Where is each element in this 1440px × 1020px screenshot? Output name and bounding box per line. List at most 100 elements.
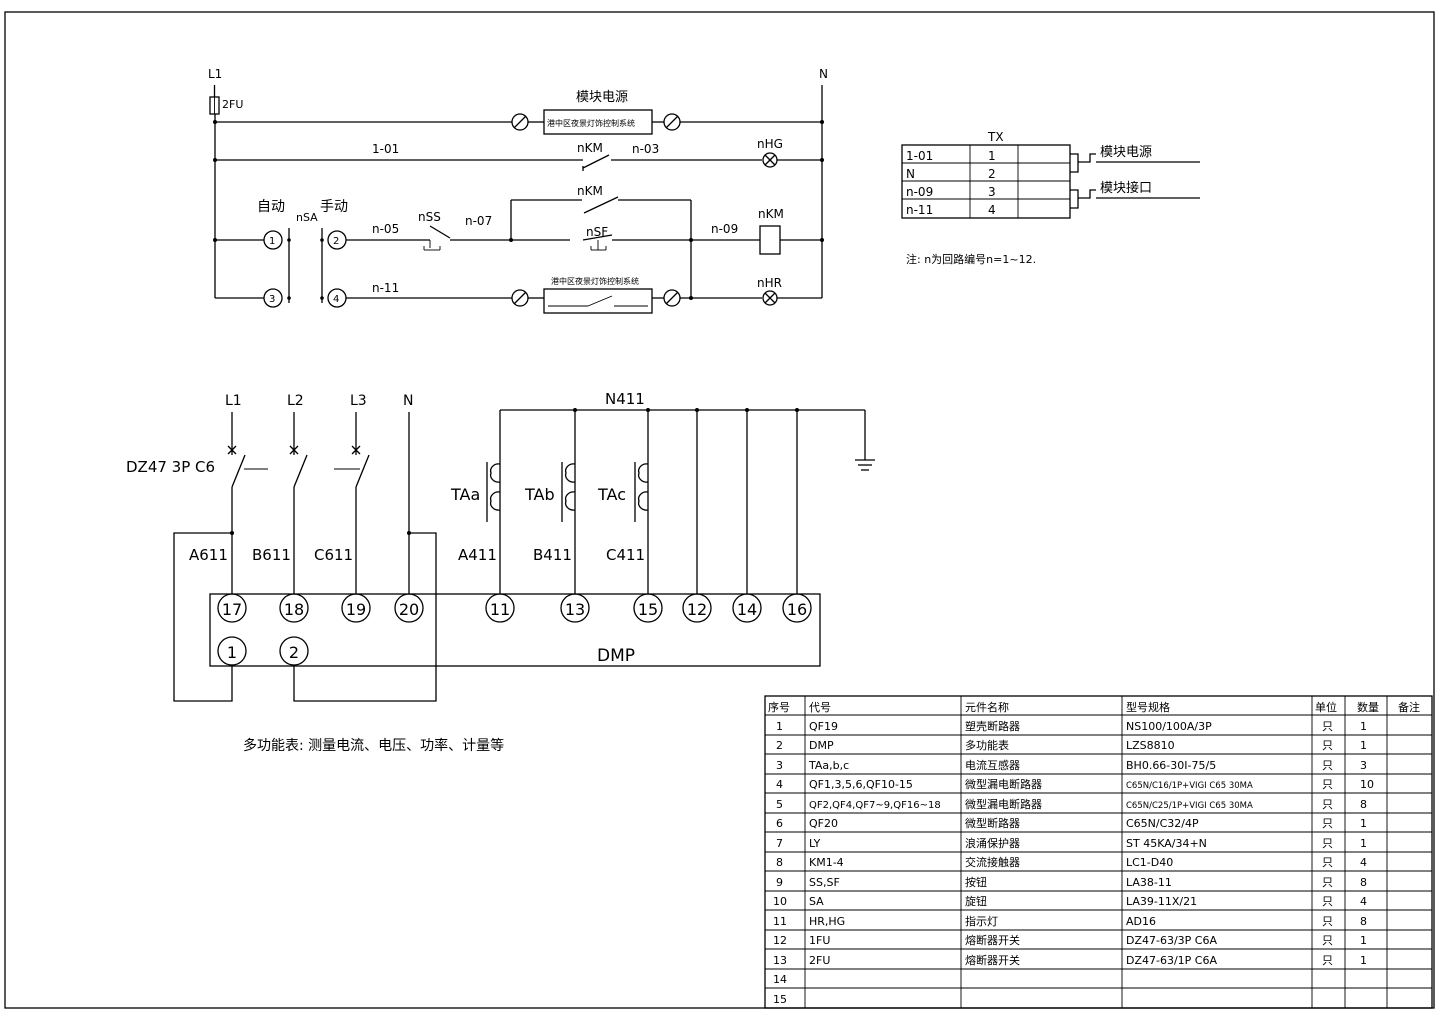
svg-text:9: 9 — [776, 876, 783, 889]
table-row: 13 2FU 熔断器开关 DZ47-63/1P C6A 只 1 — [773, 953, 1367, 967]
svg-text:QF1,3,5,6,QF10-15: QF1,3,5,6,QF10-15 — [809, 778, 913, 791]
table-row: 3 TAa,b,c 电流互感器 BH0.66-30I-75/5 只 3 — [776, 758, 1367, 772]
terminal-3-icon — [263, 288, 283, 308]
wire-n-09: n-09 — [711, 222, 738, 236]
auto-label: 自动 — [257, 199, 285, 215]
table-row: 8 KM1-4 交流接触器 LC1-D40 只 4 — [776, 855, 1367, 869]
svg-text:LZS8810: LZS8810 — [1126, 739, 1175, 752]
svg-text:13: 13 — [773, 954, 787, 967]
meter-l3: L3 — [350, 393, 367, 409]
svg-text:ST 45KA/34+N: ST 45KA/34+N — [1126, 837, 1207, 850]
svg-text:1: 1 — [776, 720, 783, 733]
table-row: 6 QF20 微型断路器 C65N/C32/4P 只 1 — [776, 816, 1367, 830]
svg-text:8: 8 — [1360, 798, 1367, 811]
dmp-terminal: 11 — [490, 600, 510, 619]
label-c411: C411 — [606, 546, 645, 564]
tx-label-power: 模块电源 — [1100, 145, 1152, 160]
l1-label: L1 — [208, 67, 222, 81]
terminal-1-icon — [263, 230, 283, 250]
svg-text:QF20: QF20 — [809, 817, 838, 830]
svg-text:BH0.66-30I-75/5: BH0.66-30I-75/5 — [1126, 759, 1216, 772]
table-row: 11 HR,HG 指示灯 AD16 只 8 — [773, 914, 1367, 928]
dmp-terminal: 13 — [565, 600, 585, 619]
ct-a-label: TAa — [450, 485, 480, 504]
bom-header: 型号规格 — [1126, 700, 1170, 714]
svg-text:2: 2 — [776, 739, 783, 752]
svg-text:C65N/C16/1P+VIGI C65 30MA: C65N/C16/1P+VIGI C65 30MA — [1126, 781, 1253, 791]
breaker-switch — [355, 454, 370, 488]
svg-text:1: 1 — [1360, 934, 1367, 947]
ct-c-label: TAc — [597, 485, 626, 504]
table-row: 14 — [773, 973, 787, 986]
svg-text:DMP: DMP — [809, 739, 834, 752]
fuse-label: 2FU — [222, 98, 243, 111]
nkm-contact-mid — [583, 196, 619, 214]
svg-text:C65N/C25/1P+VIGI C65 30MA: C65N/C25/1P+VIGI C65 30MA — [1126, 801, 1253, 811]
tx-label-interface: 模块接口 — [1100, 180, 1152, 196]
terminal-3-num: 3 — [269, 294, 275, 305]
svg-text:10: 10 — [1360, 778, 1374, 791]
nkm-coil-label: nKM — [758, 207, 784, 221]
nkm-contact-mid-label: nKM — [577, 184, 603, 198]
terminal-4-num: 4 — [333, 294, 339, 305]
svg-text:只: 只 — [1322, 876, 1333, 889]
svg-text:TAa,b,c: TAa,b,c — [808, 759, 849, 772]
svg-text:电流互感器: 电流互感器 — [965, 758, 1020, 772]
svg-text:只: 只 — [1322, 837, 1333, 850]
svg-text:浪涌保护器: 浪涌保护器 — [965, 836, 1020, 850]
svg-text:只: 只 — [1322, 759, 1333, 772]
breaker-switch — [293, 454, 308, 488]
breaker-label: DZ47 3P C6 — [126, 458, 215, 476]
svg-text:LA39-11X/21: LA39-11X/21 — [1126, 895, 1197, 908]
svg-text:只: 只 — [1322, 915, 1333, 928]
wire-1-01: 1-01 — [372, 142, 399, 156]
dmp-label: DMP — [597, 646, 635, 666]
light-ctrl-lower: 港中区夜景灯饰控制系统 — [551, 276, 639, 286]
svg-text:只: 只 — [1322, 934, 1333, 947]
tx-wire: 1-01 — [906, 149, 933, 163]
svg-text:多功能表: 多功能表 — [965, 738, 1009, 752]
svg-text:4: 4 — [1360, 895, 1367, 908]
manual-label: 手动 — [320, 199, 348, 215]
svg-text:8: 8 — [1360, 876, 1367, 889]
wire-n-03: n-03 — [632, 142, 659, 156]
breaker-switch — [231, 454, 246, 488]
svg-text:14: 14 — [773, 973, 787, 986]
dmp-terminal: 15 — [638, 600, 658, 619]
table-row: 1 QF19 塑壳断路器 NS100/100A/3P 只 1 — [776, 719, 1367, 733]
meter-n: N — [403, 393, 413, 409]
meter-circuit: L1 L2 L3 N DZ47 3P C6 A611 B611 C611 N41… — [126, 390, 875, 754]
dmp-terminal: 18 — [284, 600, 304, 619]
svg-text:4: 4 — [1360, 856, 1367, 869]
svg-text:C65N/C32/4P: C65N/C32/4P — [1126, 817, 1199, 830]
light-ctrl-upper: 港中区夜景灯饰控制系统 — [547, 118, 635, 128]
label-b611: B611 — [252, 546, 291, 564]
svg-text:12: 12 — [773, 934, 787, 947]
svg-text:15: 15 — [773, 993, 787, 1006]
dmp-terminal: 19 — [346, 600, 366, 619]
meter-caption: 多功能表: 测量电流、电压、功率、计量等 — [243, 737, 504, 754]
label-a411: A411 — [458, 546, 497, 564]
svg-text:1: 1 — [1360, 720, 1367, 733]
dmp-terminal: 14 — [737, 600, 757, 619]
nkm-coil — [759, 225, 781, 255]
svg-text:8: 8 — [1360, 915, 1367, 928]
terminal-1-num: 1 — [269, 236, 275, 247]
nhr-label: nHR — [757, 276, 782, 290]
bom-header: 单位 — [1315, 700, 1337, 714]
svg-text:SA: SA — [809, 895, 824, 908]
control-circuit: L1 N 2FU 模块电源 港中区夜景灯饰控制系统 1-01 nKM n-03 — [208, 67, 828, 314]
dmp-terminal: 16 — [787, 600, 807, 619]
svg-text:交流接触器: 交流接触器 — [965, 855, 1020, 869]
terminal-2-num: 2 — [333, 236, 339, 247]
svg-text:5: 5 — [776, 798, 783, 811]
svg-text:HR,HG: HR,HG — [809, 915, 845, 928]
svg-text:只: 只 — [1322, 817, 1333, 830]
svg-text:2FU: 2FU — [809, 954, 830, 967]
svg-text:QF2,QF4,QF7~9,QF16~18: QF2,QF4,QF7~9,QF16~18 — [809, 800, 941, 811]
meter-l2: L2 — [287, 393, 304, 409]
svg-text:只: 只 — [1322, 720, 1333, 733]
svg-text:微型漏电断路器: 微型漏电断路器 — [965, 797, 1042, 811]
svg-text:按钮: 按钮 — [965, 875, 987, 889]
svg-text:只: 只 — [1322, 778, 1333, 791]
